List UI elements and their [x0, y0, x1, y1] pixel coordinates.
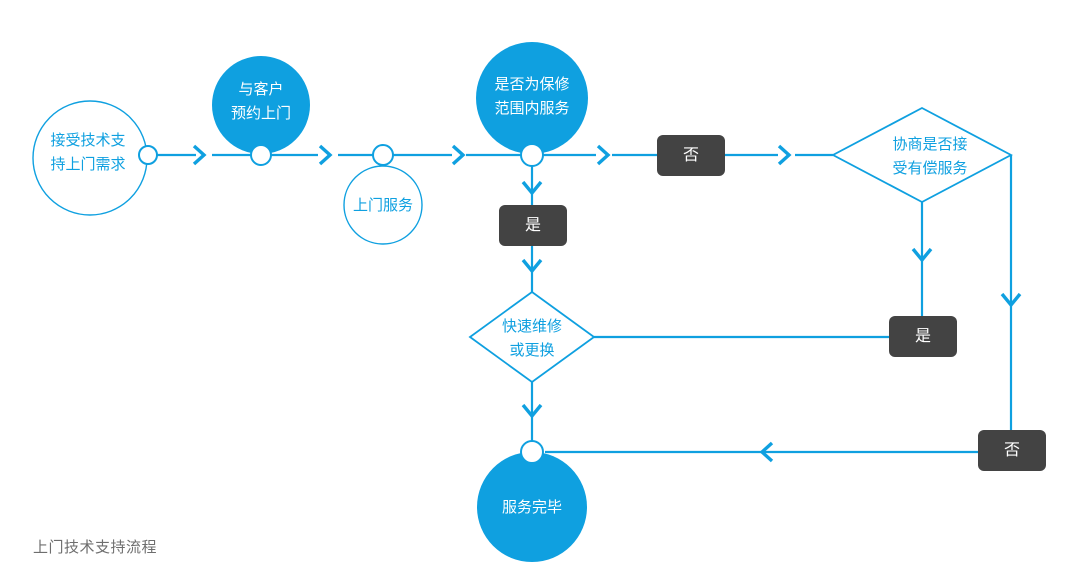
arrow-chevron-3-icon [451, 144, 466, 166]
node-start-line1: 接受技术支 [50, 132, 125, 149]
node-appointment[interactable]: 与客户 预约上门 [212, 56, 310, 166]
node-warranty-line1: 是否为保修 [494, 76, 569, 93]
arrow-chevron-2-icon [318, 144, 333, 166]
appointment-connector-joint [250, 144, 272, 166]
node-negotiate-line2: 受有偿服务 [892, 160, 967, 177]
node-warranty-line2: 范围内服务 [494, 100, 569, 117]
arrow-chevron-down-5-icon [1000, 292, 1022, 308]
start-connector-joint [138, 145, 158, 165]
onsite-connector-joint [372, 144, 394, 166]
node-negotiate-decision[interactable]: 协商是否接 受有偿服务 [831, 106, 1013, 204]
edge-label-warranty-no[interactable]: 否 [657, 135, 725, 176]
arrow-chevron-left-icon [759, 441, 774, 463]
warranty-yes-label: 是 [525, 217, 541, 234]
warranty-connector-joint [520, 143, 544, 167]
node-start-line2: 持上门需求 [50, 156, 125, 173]
edge-label-negotiate-no[interactable]: 否 [978, 430, 1046, 471]
complete-circle-shape [477, 452, 587, 562]
negotiate-no-box-shape [978, 430, 1046, 471]
repair-diamond-shape [468, 290, 596, 384]
node-appointment-line1: 与客户 [238, 81, 283, 98]
arrow-chevron-down-3-icon [521, 403, 543, 419]
negotiate-no-label: 否 [1004, 442, 1020, 459]
edge-label-warranty-yes[interactable]: 是 [499, 205, 567, 246]
diagram-caption: 上门技术支持流程 [33, 539, 158, 556]
warranty-circle-shape [476, 42, 588, 154]
arrow-chevron-1-icon [192, 144, 207, 166]
node-onsite-line1: 上门服务 [353, 197, 413, 214]
node-negotiate-line1: 协商是否接 [892, 136, 967, 153]
arrow-chevron-down-4-icon [911, 247, 933, 263]
node-warranty-decision[interactable]: 是否为保修 范围内服务 [476, 42, 588, 167]
complete-connector-joint [520, 440, 544, 464]
arrow-chevron-5-icon [777, 144, 792, 166]
node-onsite-service[interactable]: 上门服务 [343, 144, 423, 245]
negotiate-yes-box-shape [889, 316, 957, 357]
node-start[interactable]: 接受技术支 持上门需求 [32, 100, 158, 216]
appointment-circle-shape [212, 56, 310, 154]
node-appointment-line2: 预约上门 [231, 105, 291, 122]
warranty-no-label: 否 [683, 147, 699, 164]
node-service-complete[interactable]: 服务完毕 [477, 440, 587, 562]
node-complete-line1: 服务完毕 [502, 499, 562, 516]
node-repair-line2: 或更换 [509, 342, 554, 359]
negotiate-diamond-shape [831, 106, 1013, 204]
node-repair-line1: 快速维修 [502, 318, 562, 335]
edge-label-negotiate-yes[interactable]: 是 [889, 316, 957, 357]
arrow-chevron-down-1-icon [521, 180, 543, 196]
connector-layer [148, 144, 1022, 463]
warranty-yes-box-shape [499, 205, 567, 246]
negotiate-yes-label: 是 [915, 328, 931, 345]
warranty-no-box-shape [657, 135, 725, 176]
node-repair-decision[interactable]: 快速维修 或更换 [468, 290, 596, 384]
arrow-chevron-4-icon [596, 144, 611, 166]
